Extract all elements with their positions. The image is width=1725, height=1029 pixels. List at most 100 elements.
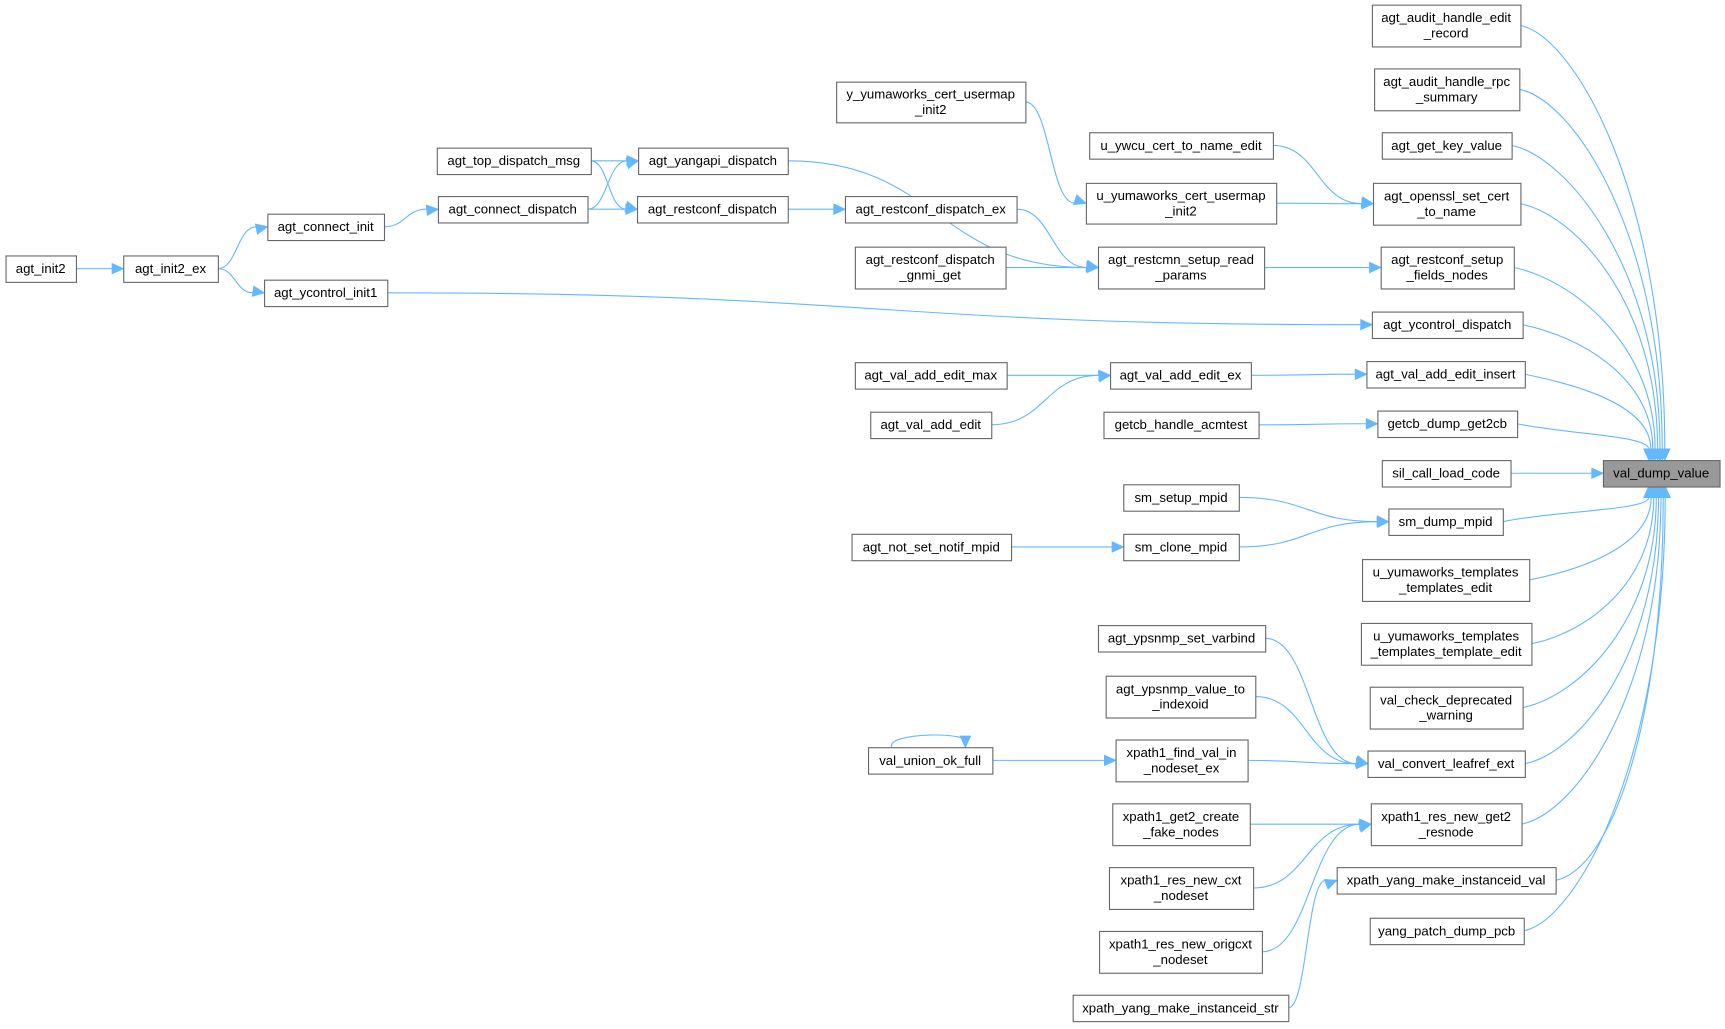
node-sm-setup-mpid[interactable]: sm_setup_mpid [1123, 484, 1240, 512]
edge-xpath1_find_val_in_nodeset_ex-to-val_convert_leafref_ext [1247, 757, 1369, 770]
edge-agt_restconf_setup_fields_nodes-to-val_dump_value [1513, 266, 1661, 462]
arrowhead-icon [833, 203, 847, 216]
node-agt-get-key-value[interactable]: agt_get_key_value [1381, 132, 1513, 160]
node-agt-restconf-dispatch-ex[interactable]: agt_restconf_dispatch_ex [844, 196, 1018, 224]
edge-agt_val_add_edit-to-agt_val_add_edit_ex [991, 370, 1112, 426]
arrowhead-icon [425, 204, 440, 217]
edge-sil_call_load_code-to-val_dump_value [1510, 467, 1605, 480]
node-label: _init2 [914, 102, 947, 117]
node-agt-val-add-edit-ex[interactable]: agt_val_add_edit_ex [1110, 362, 1252, 390]
node-getcb-handle-acmtest[interactable]: getcb_handle_acmtest [1103, 411, 1260, 440]
edge-line [1238, 521, 1378, 548]
node-agt-yangapi-dispatch[interactable]: agt_yangapi_dispatch [638, 147, 789, 176]
edge-line [1555, 497, 1664, 881]
node-xpath1-find-val-in-nodeset-ex[interactable]: xpath1_find_val_in_nodeset_ex [1115, 739, 1249, 783]
node-xpath1-res-new-get2-resnode[interactable]: xpath1_res_new_get2_resnode [1370, 803, 1523, 847]
node-agt-restcmn-setup-read-params[interactable]: agt_restcmn_setup_read_params [1097, 246, 1266, 290]
node-agt-audit-handle-edit-record[interactable]: agt_audit_handle_edit_record [1371, 4, 1522, 48]
edge-line [1511, 144, 1661, 450]
node-val-union-ok-full[interactable]: val_union_ok_full [868, 747, 994, 775]
node-box [1366, 361, 1526, 389]
node-val-check-deprecated-warning[interactable]: val_check_deprecated_warning [1369, 686, 1524, 730]
node-agt-not-set-notif-mpid[interactable]: agt_not_set_notif_mpid [851, 533, 1013, 562]
arrowhead-icon [1369, 261, 1383, 274]
node-xpath-yang-make-instanceid-str[interactable]: xpath_yang_make_instanceid_str [1072, 994, 1290, 1023]
node-box [1115, 739, 1249, 783]
node-agt-ycontrol-init1[interactable]: agt_ycontrol_init1 [264, 279, 389, 308]
edge-line [1276, 202, 1362, 205]
node-box [1361, 559, 1531, 602]
node-label: agt_restconf_setup [1391, 252, 1503, 267]
edge-agt_init2-to-agt_init2_ex [75, 262, 125, 275]
node-label: _to_name [1416, 204, 1476, 219]
arrowhead-icon [1360, 318, 1374, 331]
edge-sm_clone_mpid-to-sm_dump_mpid [1238, 516, 1390, 548]
node-agt-top-dispatch-msg[interactable]: agt_top_dispatch_msg [436, 147, 592, 176]
node-box [868, 747, 994, 775]
node-agt-val-add-edit-insert[interactable]: agt_val_add_edit_insert [1366, 361, 1526, 389]
node-xpath-yang-make-instanceid-val[interactable]: xpath_yang_make_instanceid_val [1336, 867, 1557, 895]
node-label: u_ywcu_cert_to_name_edit [1100, 138, 1262, 153]
node-label: val_union_ok_full [879, 753, 981, 768]
node-label: agt_val_add_edit_ex [1120, 368, 1242, 383]
node-agt-ypsnmp-set-varbind[interactable]: agt_ypsnmp_set_varbind [1097, 625, 1267, 653]
node-label: _gnmi_get [898, 268, 961, 283]
node-agt-audit-handle-rpc-summary[interactable]: agt_audit_handle_rpc_summary [1374, 68, 1521, 112]
node-getcb-dump-get2cb[interactable]: getcb_dump_get2cb [1377, 410, 1519, 439]
edge-line [1025, 101, 1075, 204]
node-u-yumaworks-templates-templates-template-edit[interactable]: u_yumaworks_templates_templates_template… [1360, 622, 1533, 666]
node-label: agt_val_add_edit_insert [1376, 367, 1516, 382]
node-agt-connect-dispatch[interactable]: agt_connect_dispatch [437, 196, 589, 224]
node-xpath1-res-new-origcxt-nodeset[interactable]: xpath1_res_new_origcxt_nodeset [1099, 930, 1263, 974]
node-agt-ycontrol-dispatch[interactable]: agt_ycontrol_dispatch [1371, 311, 1524, 340]
edge-agt_get_key_value-to-val_dump_value [1511, 144, 1666, 462]
node-label: agt_audit_handle_rpc [1383, 74, 1510, 89]
edge-agt_connect_dispatch-to-agt_yangapi_dispatch [587, 157, 640, 210]
edge-line [991, 374, 1100, 426]
node-agt-init2[interactable]: agt_init2 [5, 255, 78, 283]
node-u-ywcu-cert-to-name-edit[interactable]: u_ywcu_cert_to_name_edit [1089, 132, 1274, 160]
edge-agt_restconf_dispatch-to-agt_restconf_dispatch_ex [787, 203, 847, 216]
node-agt-restconf-dispatch-gnmi-get[interactable]: agt_restconf_dispatch_gnmi_get [854, 246, 1007, 290]
node-u-yumaworks-templates-templates-edit[interactable]: u_yumaworks_templates_templates_edit [1361, 559, 1531, 602]
node-label: agt_init2_ex [135, 261, 207, 276]
arrowhead-icon [1355, 757, 1369, 770]
node-sil-call-load-code[interactable]: sil_call_load_code [1381, 460, 1512, 488]
edge-line [891, 734, 967, 748]
node-agt-ypsnmp-value-to-indexoid[interactable]: agt_ypsnmp_value_to_indexoid [1105, 675, 1257, 719]
node-xpath1-res-new-cxt-nodeset[interactable]: xpath1_res_new_cxt_nodeset [1108, 867, 1255, 910]
node-yang-patch-dump-pcb[interactable]: yang_patch_dump_pcb [1369, 917, 1525, 946]
edge-xpath1_res_new_get2_resnode-to-val_dump_value [1521, 485, 1667, 825]
node-y-yumaworks-cert-usermap-init2[interactable]: y_yumaworks_cert_usermap_init2 [836, 81, 1027, 124]
node-label: agt_ypsnmp_set_varbind [1108, 631, 1255, 646]
node-box [1371, 4, 1522, 48]
node-box [1367, 750, 1526, 778]
node-agt-restconf-setup-fields-nodes[interactable]: agt_restconf_setup_fields_nodes [1380, 246, 1515, 290]
arrowhead-icon [1376, 516, 1390, 529]
node-agt-val-add-edit[interactable]: agt_val_add_edit [870, 411, 993, 440]
node-label: _init2 [1164, 203, 1197, 218]
arrowhead-icon [625, 157, 640, 170]
node-agt-openssl-set-cert-to-name[interactable]: agt_openssl_set_cert_to_name [1372, 182, 1522, 226]
node-box [1097, 246, 1266, 290]
node-sm-dump-mpid[interactable]: sm_dump_mpid [1388, 508, 1504, 536]
node-label: xpath1_get2_create [1123, 809, 1240, 824]
edge-line [387, 292, 1361, 326]
node-xpath1-get2-create-fake-nodes[interactable]: xpath1_get2_create_fake_nodes [1112, 803, 1251, 847]
edge-u_yumaworks_cert_usermap_init2-to-agt_openssl_set_cert_to_name [1276, 197, 1375, 210]
node-agt-restconf-dispatch[interactable]: agt_restconf_dispatch [636, 196, 789, 224]
node-val-dump-value[interactable]: val_dump_value [1602, 460, 1721, 488]
arrowhead-icon [1659, 485, 1671, 498]
node-label: agt_ypsnmp_value_to [1116, 681, 1245, 696]
node-box [1123, 484, 1240, 512]
edge-agt_openssl_set_cert_to_name-to-val_dump_value [1520, 203, 1664, 462]
edge-line [1520, 203, 1659, 450]
node-agt-connect-init[interactable]: agt_connect_init [267, 213, 386, 242]
node-val-convert-leafref-ext[interactable]: val_convert_leafref_ext [1367, 750, 1526, 778]
node-agt-init2-ex[interactable]: agt_init2_ex [123, 255, 219, 283]
node-label: _warning [1418, 708, 1473, 723]
edge-line [1272, 144, 1362, 205]
node-sm-clone-mpid[interactable]: sm_clone_mpid [1123, 533, 1240, 562]
node-agt-val-add-edit-max[interactable]: agt_val_add_edit_max [854, 362, 1008, 390]
node-u-yumaworks-cert-usermap-init2[interactable]: u_yumaworks_cert_usermap_init2 [1085, 182, 1278, 225]
